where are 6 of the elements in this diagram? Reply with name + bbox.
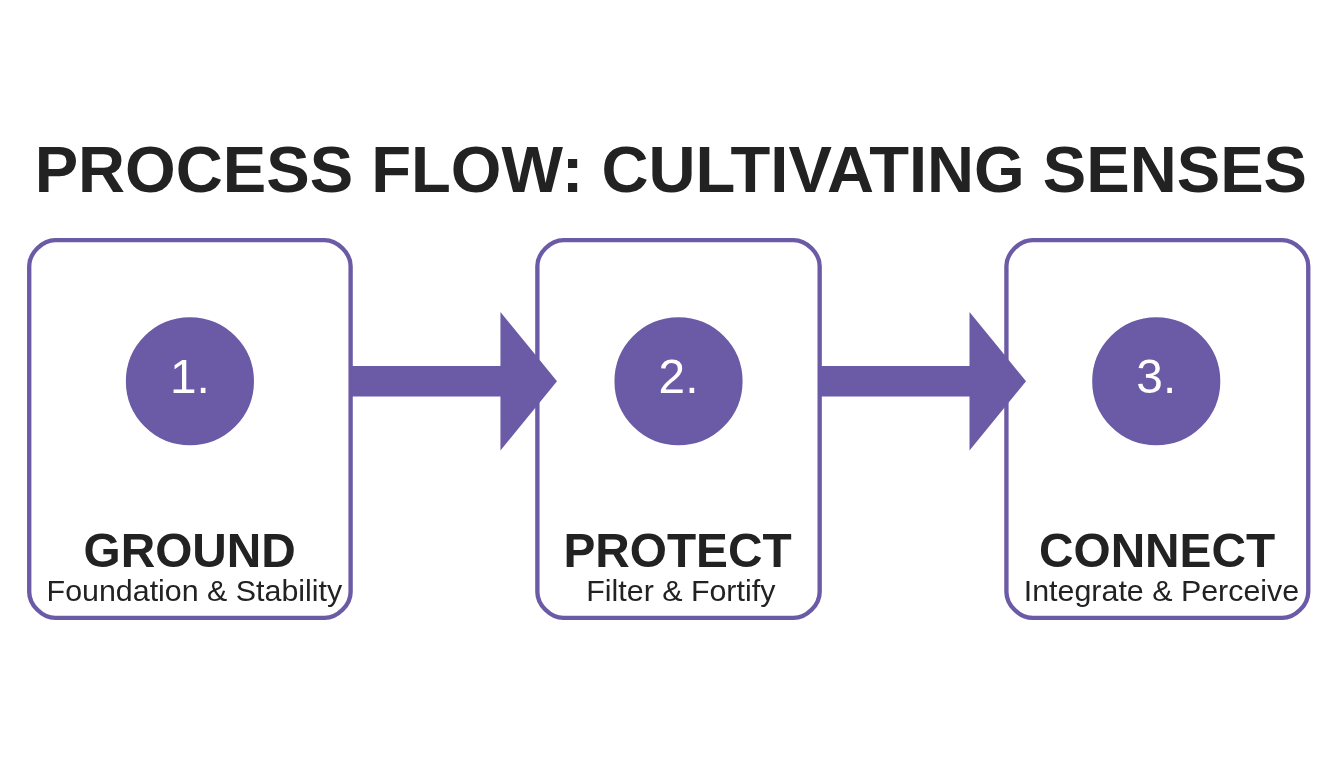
arrow xyxy=(350,311,557,450)
diagram-title: PROCESS FLOW: CULTIVATING SENSES xyxy=(34,132,1308,206)
node-circle: 3. xyxy=(1092,316,1221,445)
node-circle: 1. xyxy=(125,316,254,445)
arrow xyxy=(819,311,1027,450)
node-circle: 2. xyxy=(614,316,743,445)
